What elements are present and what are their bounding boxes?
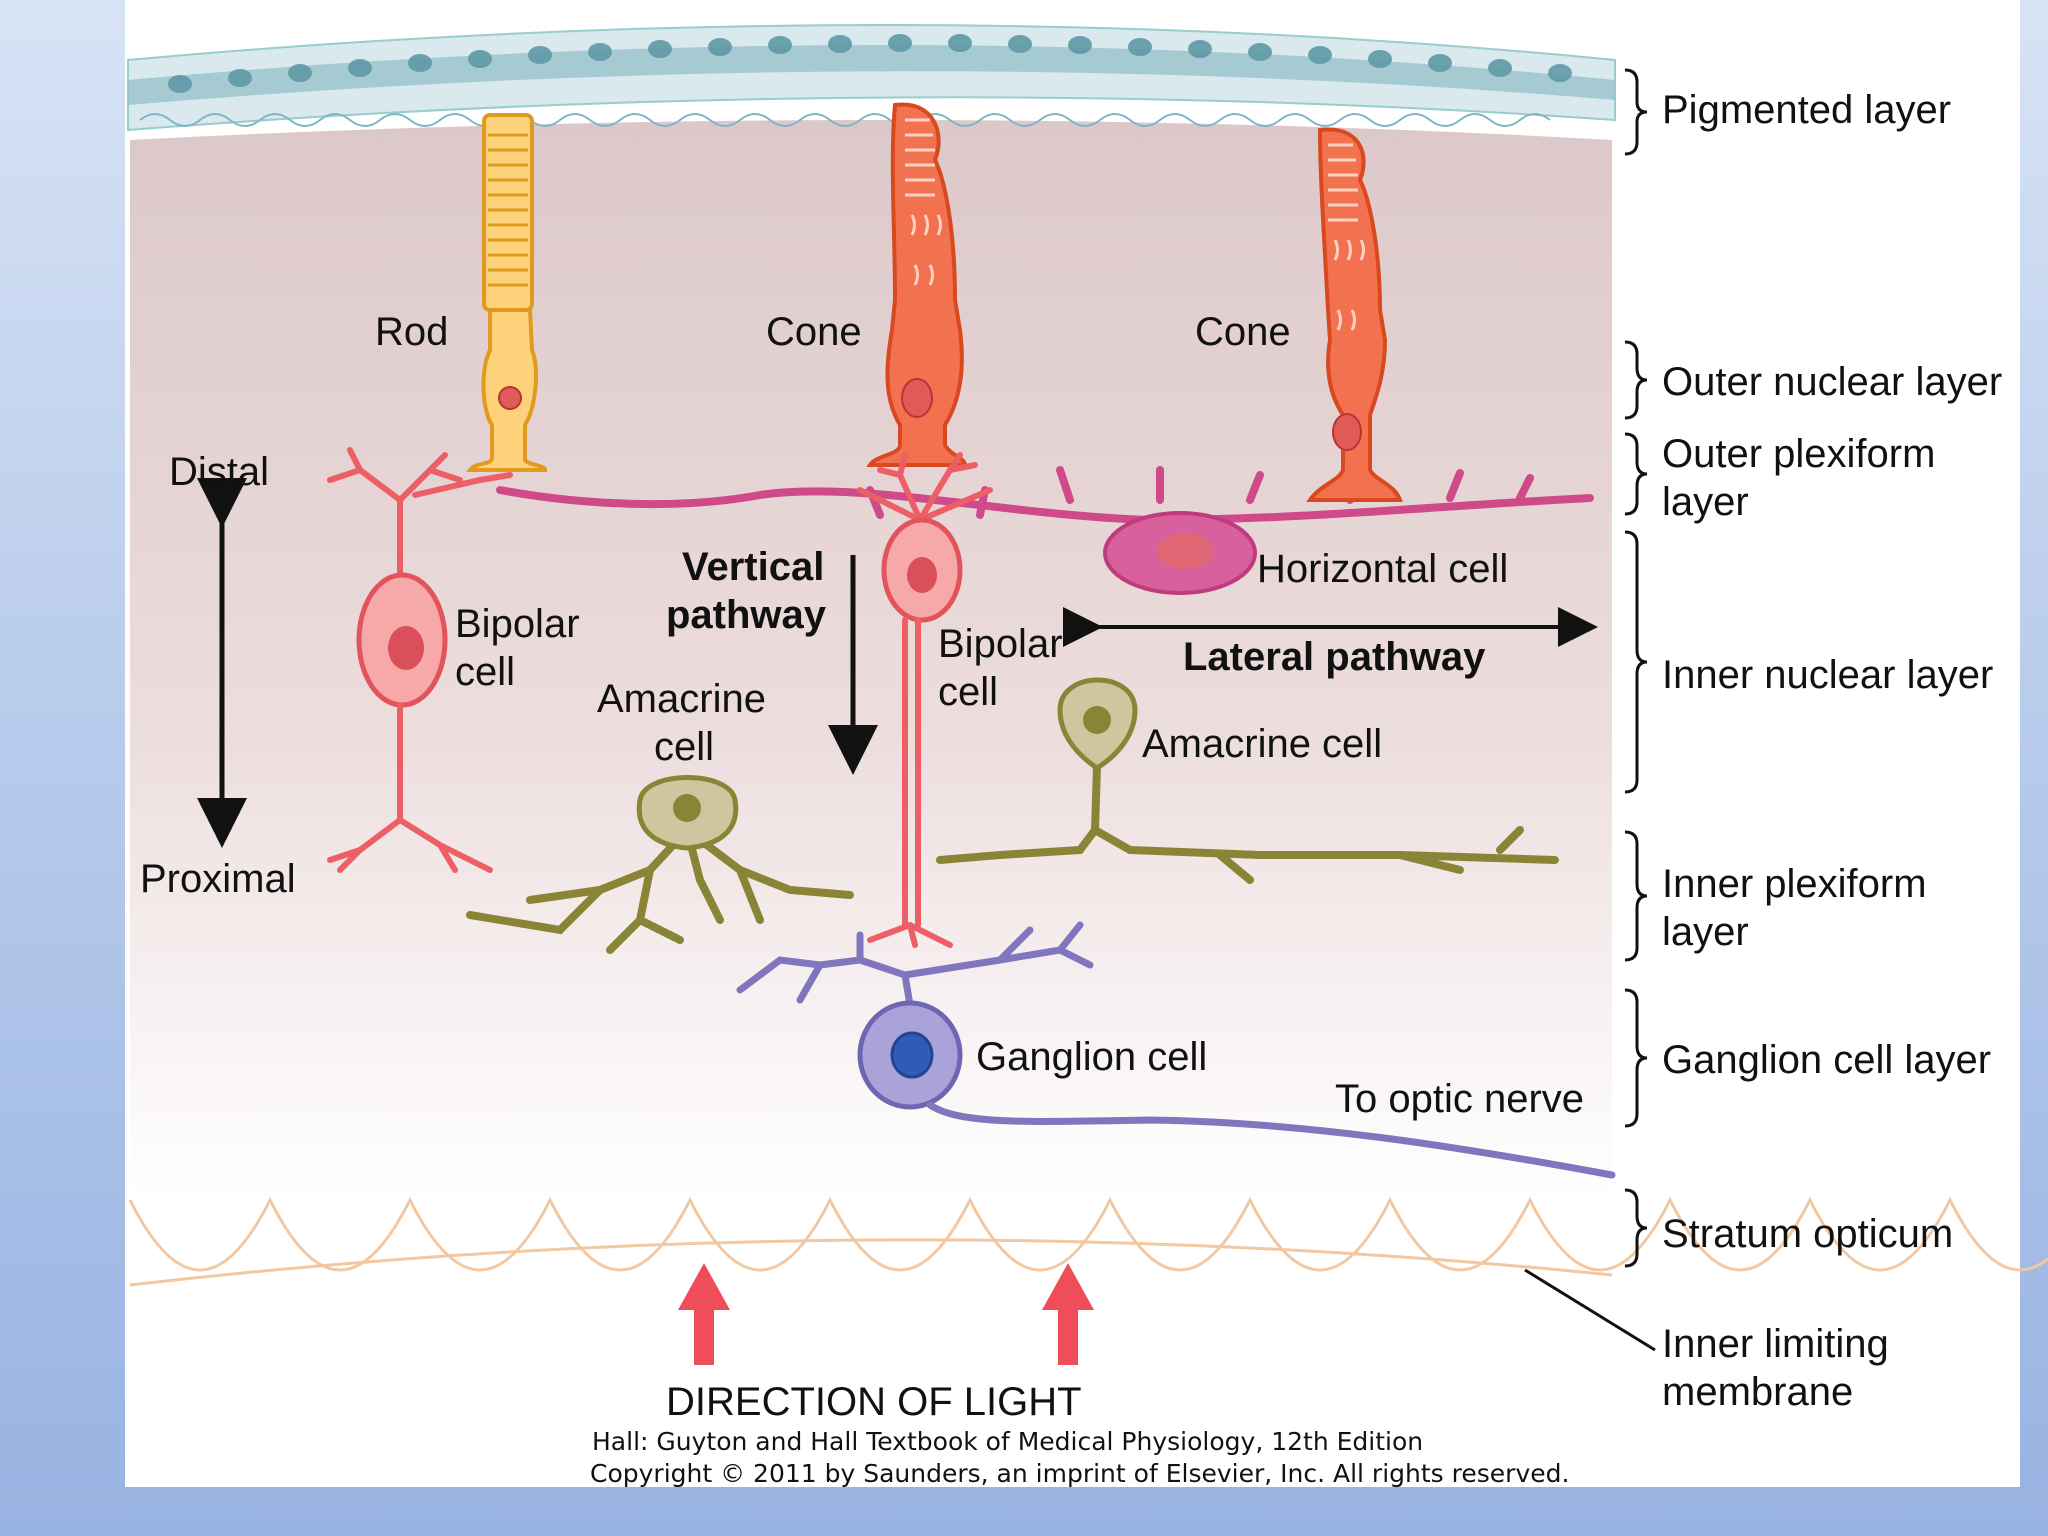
inner-limiting-leader — [1524, 1268, 1656, 1352]
label-rod: Rod — [375, 310, 448, 354]
bipolar-cell-left — [327, 447, 513, 873]
label-lateral-pathway: Lateral pathway — [1183, 635, 1486, 679]
label-outer-plexiform-layer-line1: Outer plexiform — [1662, 432, 1935, 476]
label-inner-limiting-membrane-line2: membrane — [1662, 1370, 1853, 1414]
label-ganglion-cell-layer: Ganglion cell layer — [1662, 1038, 1991, 1082]
label-amacrine-right: Amacrine cell — [1142, 722, 1382, 766]
label-outer-nuclear-layer: Outer nuclear layer — [1662, 360, 2002, 404]
horizontal-cell — [496, 466, 1594, 595]
label-ganglion-cell: Ganglion cell — [976, 1035, 1207, 1079]
label-cone-2: Cone — [1195, 310, 1291, 354]
light-arrows — [678, 1263, 1094, 1365]
label-bipolar-middle-line2: cell — [938, 670, 998, 714]
ganglion-cell — [736, 921, 1616, 1179]
cone-cell-2 — [1306, 127, 1403, 502]
label-stratum-opticum: Stratum opticum — [1662, 1212, 1953, 1256]
label-horizontal-cell: Horizontal cell — [1257, 547, 1508, 591]
label-to-optic-nerve: To optic nerve — [1335, 1077, 1584, 1121]
label-outer-plexiform-layer-line2: layer — [1662, 480, 1749, 524]
label-pigmented-layer: Pigmented layer — [1662, 88, 1951, 132]
rod-cell — [465, 113, 548, 472]
amacrine-cell-left — [466, 775, 854, 954]
label-inner-plexiform-layer-line1: Inner plexiform — [1662, 862, 1927, 906]
stratum-opticum — [128, 1196, 2048, 1287]
credit-line-1: Hall: Guyton and Hall Textbook of Medica… — [592, 1427, 1423, 1456]
label-cone-1: Cone — [766, 310, 862, 354]
cone-cell-1 — [866, 102, 968, 467]
label-vertical-pathway-line1: Vertical — [682, 545, 824, 589]
pigmented-layer — [127, 24, 1616, 132]
label-bipolar-middle-line1: Bipolar — [938, 622, 1063, 666]
label-vertical-pathway-line2: pathway — [666, 593, 827, 637]
label-inner-limiting-membrane-line1: Inner limiting — [1662, 1322, 1889, 1366]
label-inner-plexiform-layer-line2: layer — [1662, 910, 1749, 954]
label-distal: Distal — [169, 450, 269, 494]
label-amacrine-left-line1: Amacrine — [597, 677, 766, 721]
layer-braces — [1624, 68, 1648, 1268]
label-amacrine-left-line2: cell — [654, 725, 714, 769]
label-inner-nuclear-layer: Inner nuclear layer — [1662, 653, 1993, 697]
credit-line-2: Copyright © 2011 by Saunders, an imprint… — [590, 1459, 1569, 1488]
label-proximal: Proximal — [140, 857, 296, 901]
label-direction-of-light: DIRECTION OF LIGHT — [666, 1380, 1082, 1424]
label-bipolar-left-line2: cell — [455, 650, 515, 694]
label-bipolar-left-line1: Bipolar — [455, 602, 580, 646]
amacrine-cell-right — [936, 677, 1559, 884]
bipolar-cell-middle — [857, 452, 993, 948]
